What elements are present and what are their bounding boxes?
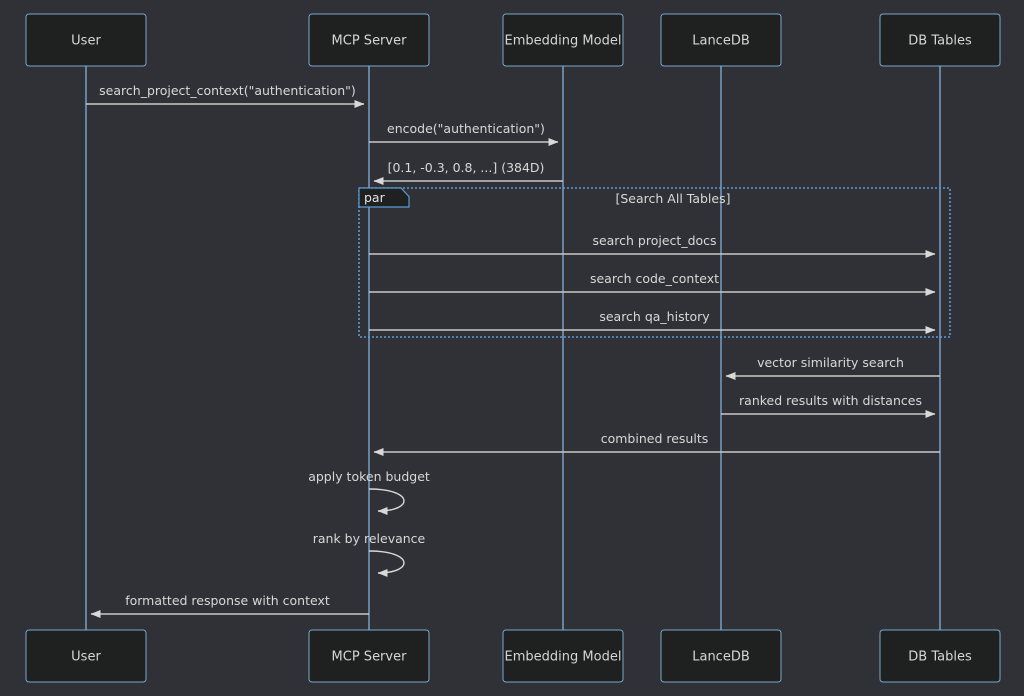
actor-label: MCP Server — [332, 34, 408, 49]
self-message-label: apply token budget — [308, 469, 430, 484]
message-m8: ranked results with distances — [721, 393, 936, 418]
actor-label: User — [71, 650, 101, 665]
actor-top-dbtables[interactable]: DB Tables — [879, 13, 1001, 67]
actor-label: MCP Server — [332, 650, 408, 665]
actor-bottom-lancedb[interactable]: LanceDB — [660, 629, 782, 683]
actor-bottom-user[interactable]: User — [25, 629, 147, 683]
actor-bottom-mcp[interactable]: MCP Server — [308, 629, 430, 683]
actor-box[interactable] — [25, 13, 147, 67]
message-m5: search code_context — [369, 271, 936, 296]
actor-top-embed[interactable]: Embedding Model — [502, 13, 624, 67]
message-label: vector similarity search — [757, 355, 904, 370]
actor-box[interactable] — [25, 629, 147, 683]
actor-box[interactable] — [502, 629, 624, 683]
messages-layer: search_project_context("authentication")… — [86, 83, 940, 618]
actor-top-mcp[interactable]: MCP Server — [308, 13, 430, 67]
message-m2: encode("authentication") — [369, 121, 559, 146]
message-m9: combined results — [373, 431, 940, 456]
message-label: search project_docs — [592, 233, 716, 248]
actor-box[interactable] — [660, 13, 782, 67]
actor-label: DB Tables — [908, 34, 972, 49]
self-message-arc — [368, 550, 405, 577]
self-message-s2: rank by relevance — [313, 531, 426, 577]
message-label: [0.1, -0.3, 0.8, ...] (384D) — [388, 160, 545, 175]
actor-bottom-dbtables[interactable]: DB Tables — [879, 629, 1001, 683]
actor-box[interactable] — [502, 13, 624, 67]
message-label: search_project_context("authentication") — [99, 83, 356, 98]
message-label: ranked results with distances — [739, 393, 922, 408]
actor-label: User — [71, 34, 101, 49]
message-label: encode("authentication") — [387, 121, 545, 136]
actor-box[interactable] — [879, 13, 1001, 67]
message-label: combined results — [601, 431, 709, 446]
actor-label: DB Tables — [908, 650, 972, 665]
fragment-border — [358, 187, 951, 338]
message-m6: search qa_history — [369, 309, 936, 334]
self-message-label: rank by relevance — [313, 531, 426, 546]
message-m1: search_project_context("authentication") — [86, 83, 365, 108]
message-m3: [0.1, -0.3, 0.8, ...] (384D) — [373, 160, 563, 185]
fragment-operator-label: par — [364, 190, 386, 205]
self-message-s1: apply token budget — [308, 469, 430, 515]
fragment-par-search: par [Search All Tables] — [358, 187, 951, 338]
message-label: search qa_history — [599, 309, 710, 324]
self-message-arc — [368, 488, 405, 515]
fragment-operator-tab — [358, 187, 410, 208]
actor-top-lancedb[interactable]: LanceDB — [660, 13, 782, 67]
actor-box[interactable] — [308, 13, 430, 67]
self-messages-layer: apply token budget rank by relevance — [308, 469, 430, 577]
actor-label: LanceDB — [692, 34, 750, 49]
lifelines-layer — [85, 66, 941, 630]
message-label: search code_context — [590, 271, 719, 286]
actor-top-user[interactable]: User — [25, 13, 147, 67]
actor-box[interactable] — [879, 629, 1001, 683]
message-label: formatted response with context — [125, 593, 330, 608]
actor-box[interactable] — [660, 629, 782, 683]
fragment-condition-label: [Search All Tables] — [616, 191, 731, 206]
actor-label: Embedding Model — [505, 34, 622, 49]
actor-bottom-embed[interactable]: Embedding Model — [502, 629, 624, 683]
actor-label: LanceDB — [692, 650, 750, 665]
actor-label: Embedding Model — [505, 650, 622, 665]
fragments-layer: par [Search All Tables] — [358, 187, 951, 338]
message-m12: formatted response with context — [90, 593, 369, 618]
actor-box[interactable] — [308, 629, 430, 683]
message-m7: vector similarity search — [725, 355, 940, 380]
message-m4: search project_docs — [369, 233, 936, 258]
